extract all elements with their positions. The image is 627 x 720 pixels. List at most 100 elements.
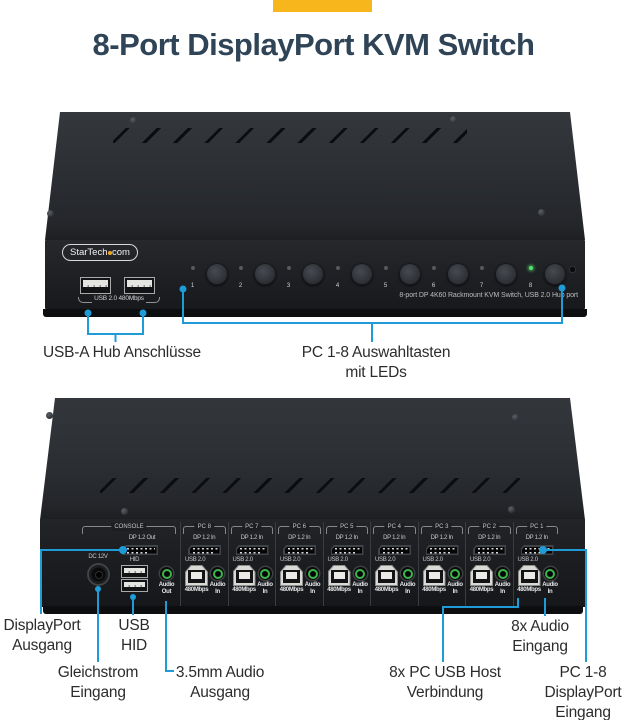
brand-text: StarTech [70,247,108,258]
button-number: 5 [383,283,388,289]
select-button-4: 4 [331,262,375,289]
led-indicator [238,266,243,270]
select-button-7: 7 [475,262,519,289]
displayport-in-connector [473,545,506,555]
dp-in-label: DP 1.2 In [525,535,549,541]
usb-b-hole [283,570,300,583]
callout-dc-in: Gleichstrom Eingang [57,664,139,701]
button-number: 7 [479,283,484,289]
usb-label: USB 2.0 [327,557,349,563]
vent-slots [100,478,520,493]
callout-dp-in: PC 1-8 DisplayPort Eingang [544,664,622,720]
callout-dp-out: DisplayPort Ausgang [3,617,81,654]
section-bracket: PC 6 [278,523,321,534]
screw-icon [512,414,519,421]
displayport-out-connector [122,545,158,555]
audio-out-jack [160,567,173,580]
usb-b-host-port [375,565,398,586]
audio-jack-ring [497,568,508,579]
section-bracket: CONSOLE [82,523,176,534]
displayport-in-connector [330,545,364,555]
section-bracket: PC 1 [515,523,558,534]
kvm-rear-panel [40,519,585,607]
dp-in-label: DP 1.2 In [383,535,406,541]
select-button-8: 8 [524,262,568,289]
callout-audio-in: 8x Audio Eingang [511,618,569,655]
push-button [302,263,324,285]
usb-b-hole [520,570,538,583]
button-number: 4 [335,283,340,289]
callout-buttons: PC 1-8 Auswahltasten mit LEDs [301,344,451,381]
select-button-3: 3 [282,262,326,289]
vent-slots [113,128,467,143]
section-label: PC 4 [384,523,404,531]
speed-label: 480Mbps [232,587,256,593]
callout-usb-hub: USB-A Hub Anschlüsse [43,344,201,361]
usb-label: USB 2.0 [232,557,254,563]
audio-in-jack [258,567,272,580]
dc-power-jack [89,565,108,584]
screw-icon [130,117,137,124]
select-button-5: 5 [379,262,423,289]
section-label: PC 5 [337,523,357,531]
audio-jack-ring [545,568,555,579]
usb-b-hole [378,570,395,583]
screw-icon [450,116,457,123]
usb-hid-port-2 [121,579,148,592]
section-label: PC 8 [194,523,214,531]
led-indicator [383,266,388,270]
page-title: 8-Port DisplayPort KVM Switch [92,27,535,62]
button-number: 1 [190,283,195,289]
audio-jack-ring [161,568,172,579]
displayport-in-connector [235,545,269,555]
displayport-in-connector [378,545,411,555]
displayport-in-connector [520,545,554,555]
dp-in-label: DP 1.2 In [478,535,501,541]
usb-hid-port-1 [121,565,148,578]
dp-in-label: DP 1.2 In [430,535,454,541]
audio-in-jack [496,567,509,580]
section-bracket: PC 8 [183,523,226,534]
usb-b-host-port [422,565,446,586]
audio-in-jack [306,567,319,580]
speed-label: 480Mbps [279,587,304,593]
section-label: PC 1 [527,523,547,531]
led-indicator [286,266,291,270]
led-indicator [190,266,195,270]
usb-b-host-port [327,565,351,586]
dc-label: DC 12V [88,554,108,560]
audio-in-jack [543,567,557,580]
audio-in-jack [401,567,414,580]
section-label: CONSOLE [111,523,147,531]
hub-ports-label: USB 2.0 480Mbps [94,295,144,302]
dp-out-label: DP 1.2 Out [128,535,156,541]
usb-a-hub-port-2 [124,277,155,294]
push-button [399,263,421,285]
section-label: PC 3 [432,523,452,531]
audio-jack-ring [307,568,318,579]
push-button [447,263,469,285]
audio-in-jack [353,567,367,580]
speed-label: 480Mbps [327,587,351,593]
dp-in-label: DP 1.2 In [193,535,216,541]
kvm-rear-base [43,606,583,614]
speed-label: 480Mbps [517,587,541,593]
hub-ports-caption: USB 2.0 480Mbps [71,295,167,303]
hid-label: HID [129,557,140,563]
audio-jack-ring [355,568,365,579]
